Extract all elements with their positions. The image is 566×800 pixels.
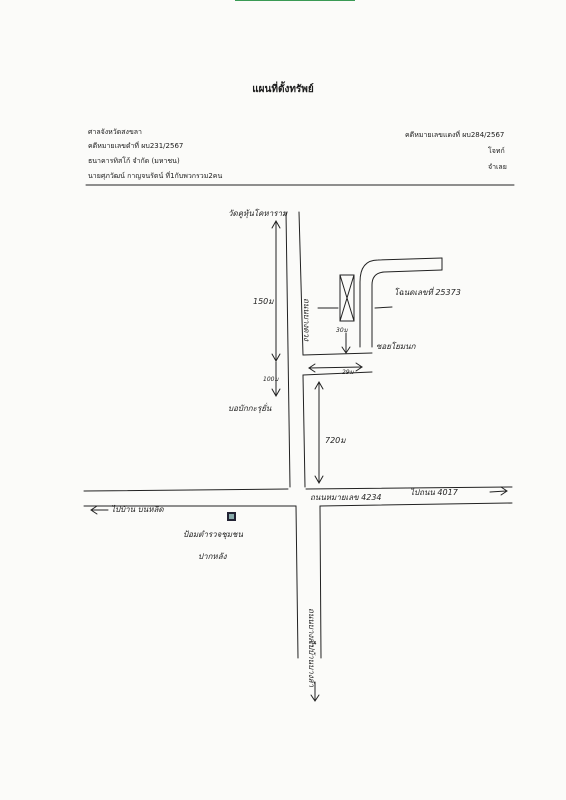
parcel-pointer	[374, 306, 393, 309]
land-parcel-cross	[339, 274, 355, 322]
road-edge	[285, 211, 291, 488]
arrow-head	[341, 346, 351, 354]
access-road-edge	[359, 257, 443, 348]
label-dist-30: 30ม	[336, 327, 348, 334]
arrow-head	[90, 505, 98, 515]
police-box-icon-inner	[229, 514, 234, 519]
soi-edge	[302, 371, 373, 376]
arrow-head	[271, 353, 281, 363]
label-vertical-road-lower: ถนนบางลำ	[307, 608, 316, 647]
road-edge	[302, 374, 306, 488]
case-black-number: คดีหมายเลขดำที่ ผบ231/2567	[88, 142, 184, 150]
page-title: แผนที่ตั้งทรัพย์	[252, 84, 314, 95]
label-police-area: ปากหลัง	[198, 552, 227, 561]
arrow-head	[355, 362, 363, 372]
label-police-box: ป้อมตำรวจชุมชน	[183, 530, 243, 539]
label-school: บอบักกะรุยั่น	[228, 404, 272, 413]
arrow-head	[314, 380, 324, 390]
label-land-deed: โฉนดเลขที่ 25373	[394, 288, 461, 297]
label-dist-100: 100ม	[263, 376, 279, 383]
label-soi: ซอยโยมนก	[376, 342, 416, 351]
label-main-road: ถนนหมายเลข 4234	[310, 493, 382, 502]
defendant-role: จำเลย	[488, 163, 507, 171]
court-name: ศาลจังหวัดสงขลา	[88, 128, 142, 136]
road-edge	[319, 505, 322, 659]
top-edge-mark	[235, 0, 355, 1]
main-road-edge	[305, 486, 513, 490]
label-dist-150: 150ม	[253, 297, 274, 306]
defendant-name: นายศุภวัฒน์ กาญจนรัตน์ ที่1กับพวกรวม2คน	[88, 172, 223, 180]
soi-edge	[302, 352, 373, 356]
dimension-line-29	[308, 366, 363, 369]
label-to-east: ไปถนน 4017	[410, 488, 458, 497]
plaintiff-role: โจทก์	[488, 147, 505, 155]
arrow-head	[271, 388, 281, 398]
main-road-edge	[319, 502, 513, 507]
label-to-west: ไปบ้าน บนหลิด	[111, 505, 164, 514]
label-dist-29: 29ม	[342, 369, 354, 376]
arrow-head	[271, 219, 281, 229]
plaintiff-name: ธนาคารทิสโก้ จำกัด (มหาชน)	[88, 157, 180, 165]
case-red-number: คดีหมายเลขแดงที่ ผบ284/2567	[405, 131, 505, 139]
arrow-to-east	[489, 490, 507, 493]
road-edge	[295, 505, 299, 659]
label-vertical-road-upper: ถนนบางดวง	[302, 298, 311, 341]
main-road-edge	[83, 488, 289, 492]
label-temple: วัดคูหุ้นโคหาราม	[228, 209, 288, 218]
road-edge	[298, 211, 304, 356]
label-dist-720: 720ม	[325, 436, 346, 445]
land-parcel	[339, 274, 355, 322]
arrow-head	[308, 363, 316, 373]
arrow-head	[500, 486, 508, 496]
arrow-head	[310, 694, 320, 702]
access-road-edge	[371, 269, 443, 348]
arrow-head	[314, 475, 324, 485]
label-to-south: ไปบ้านบางลำ	[307, 640, 316, 688]
